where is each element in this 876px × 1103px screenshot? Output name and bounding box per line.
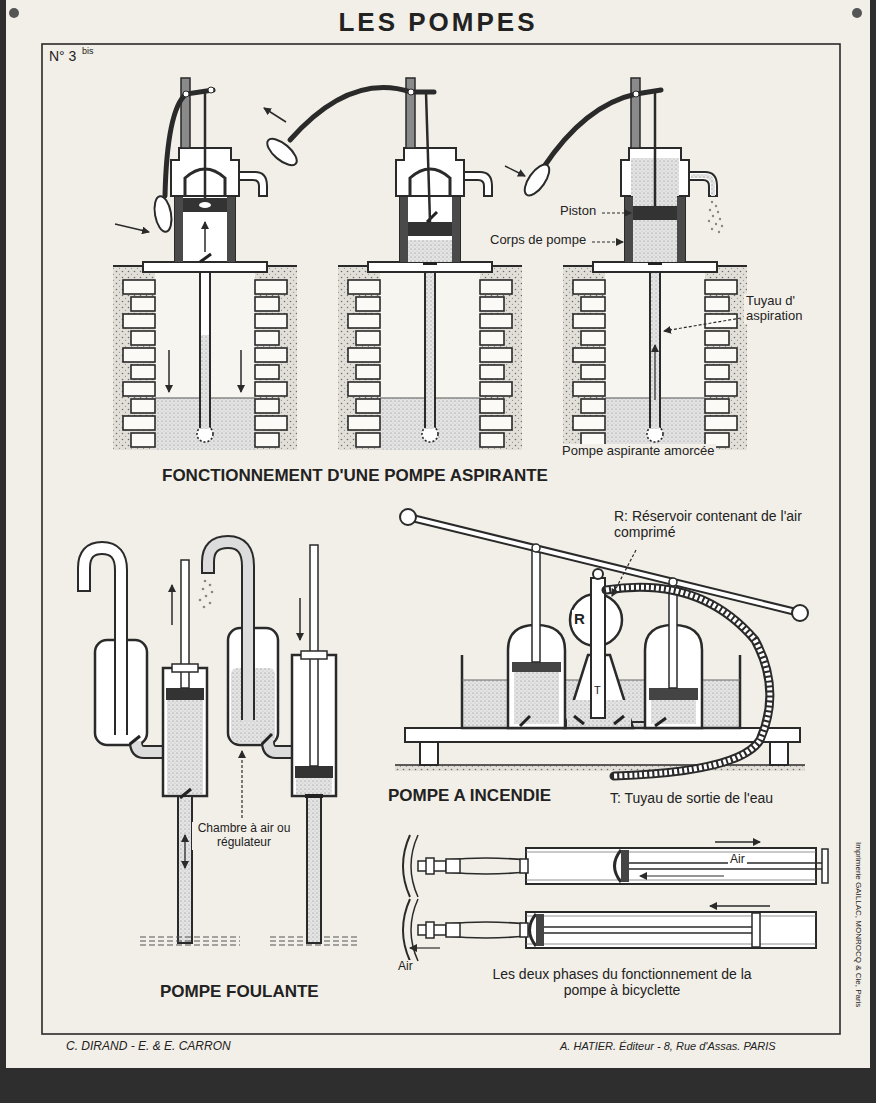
printer-credit: Imprimerie GAILLAC, MONROCQ & Cie, Paris <box>854 842 862 1007</box>
figure-note: Pompe aspirante amorcée <box>560 444 716 459</box>
part-name: Tuyau d' aspiration <box>744 294 828 324</box>
part-letter: T <box>592 684 603 697</box>
section-heading: FONCTIONNEMENT D'UNE POMPE ASPIRANTE <box>160 466 550 486</box>
flow-label: Air <box>396 960 415 974</box>
part-name: R: Réservoir contenant de l'air comprimé <box>612 508 806 540</box>
section-heading: POMPE A INCENDIE <box>386 786 553 806</box>
part-letter: R <box>572 610 587 627</box>
part-name: Corps de pompe <box>488 233 588 248</box>
figure-caption: Les deux phases du fonctionnement de la … <box>470 966 774 998</box>
plate-suffix: bis <box>80 46 96 56</box>
poster-title: LES POMPES <box>0 8 876 38</box>
part-name: Chambre à air ou régulateur <box>192 822 296 850</box>
part-name: T: Tuyau de sortie de l'eau <box>608 790 775 806</box>
flow-label: Air <box>728 853 747 867</box>
author-credit: C. DIRAND - E. & E. CARRON <box>64 1040 233 1054</box>
publisher-credit: A. HATIER. Éditeur - 8, Rue d'Assas. PAR… <box>558 1040 778 1053</box>
section-heading: POMPE FOULANTE <box>158 982 321 1002</box>
plate-number: N° 3 <box>47 48 78 64</box>
part-name: Piston <box>558 204 598 219</box>
